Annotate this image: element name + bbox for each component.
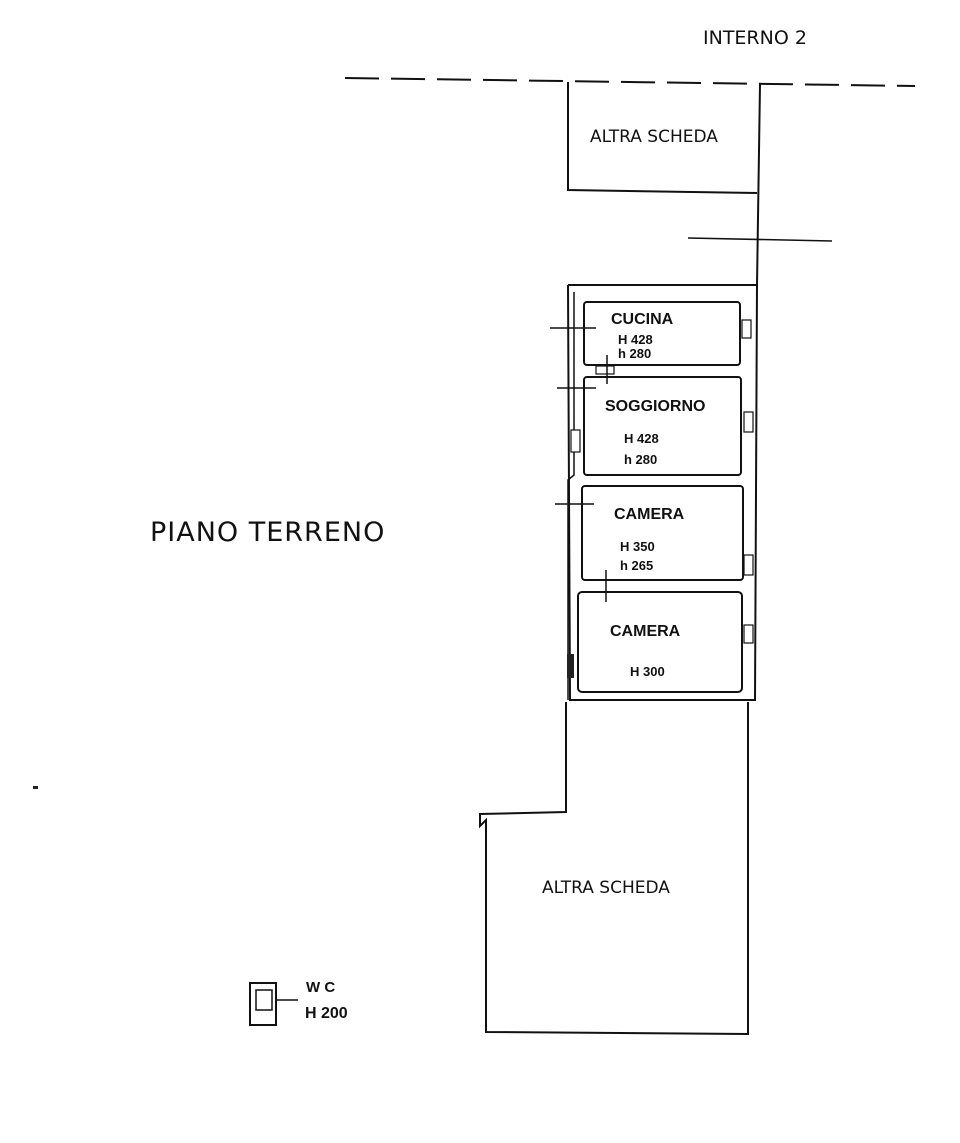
room-camera-2-hmax: H 300: [630, 664, 665, 679]
room-cucina-hmax: H 428: [618, 332, 653, 347]
room-camera-1-hmax: H 350: [620, 539, 655, 554]
room-soggiorno-hmin: h 280: [624, 452, 657, 467]
section-line: [687, 237, 833, 242]
room-soggiorno-name: SOGGIORNO: [605, 398, 705, 415]
room-cucina-name: CUCINA: [611, 311, 674, 328]
room-soggiorno-hmax: H 428: [624, 431, 659, 446]
unit-envelope: [567, 284, 758, 701]
room-camera-2: CAMERA H 300: [567, 591, 754, 693]
room-cucina: CUCINA H 428 h 280: [550, 301, 752, 375]
window-icon: [741, 319, 752, 339]
adjacent-unit-bottom: ALTRA SCHEDA: [479, 702, 749, 1036]
room-soggiorno: SOGGIORNO H 428 h 280: [557, 355, 754, 476]
property-boundary-line: [344, 77, 916, 87]
room-camera-2-name: CAMERA: [610, 623, 681, 640]
room-camera-1: CAMERA H 350 h 265: [555, 485, 754, 602]
window-icon: [743, 624, 754, 644]
window-icon: [570, 429, 581, 453]
window-icon: [567, 654, 574, 678]
window-icon: [743, 411, 754, 433]
wc-name: W C: [306, 979, 335, 996]
unit-label: INTERNO 2: [703, 27, 807, 49]
adjacent-unit-bottom-label: ALTRA SCHEDA: [542, 878, 670, 898]
floor-title: PIANO TERRENO: [150, 517, 385, 548]
window-icon: [595, 365, 615, 375]
stray-mark: [33, 786, 38, 789]
wc-height: H 200: [305, 1005, 348, 1022]
room-cucina-hmin: h 280: [618, 346, 651, 361]
window-icon: [743, 554, 754, 576]
room-camera-1-hmin: h 265: [620, 558, 653, 573]
wc-block: W C H 200: [249, 979, 348, 1026]
adjacent-unit-top: ALTRA SCHEDA: [567, 82, 761, 286]
adjacent-unit-top-label: ALTRA SCHEDA: [590, 127, 718, 147]
room-camera-1-name: CAMERA: [614, 506, 685, 523]
